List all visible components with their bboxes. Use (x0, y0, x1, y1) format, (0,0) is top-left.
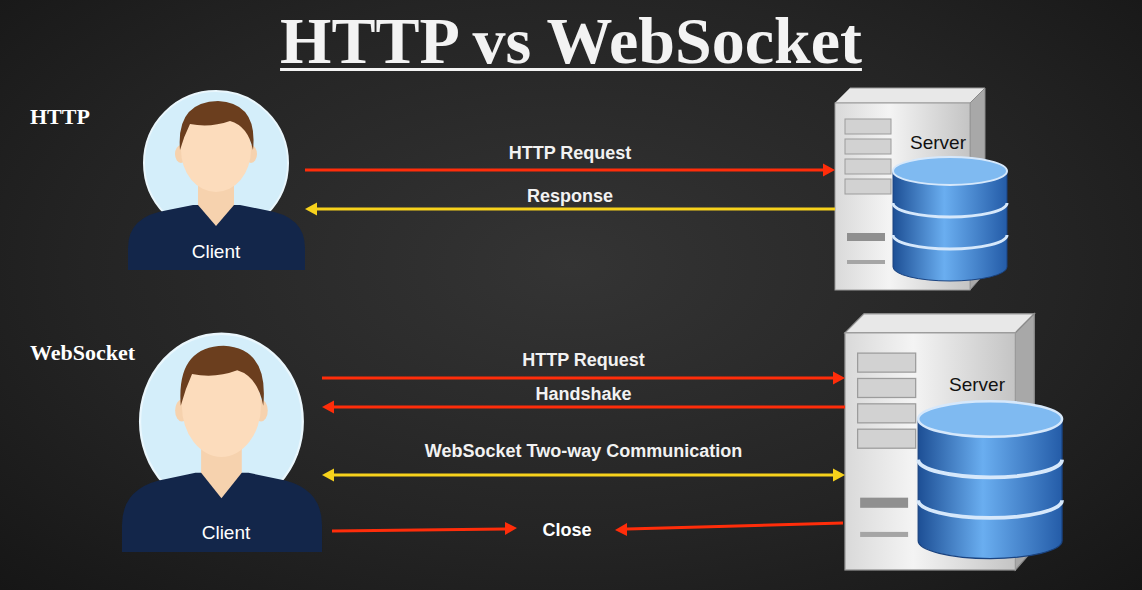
client-node: Client (128, 88, 305, 270)
arrow-connector (305, 164, 835, 177)
edge-label: Handshake (535, 384, 631, 405)
text-label: WebSocket (30, 340, 135, 366)
arrow-line (316, 208, 835, 211)
client-node: Client (122, 330, 322, 552)
text-label: Handshake (535, 384, 631, 405)
arrow-head (833, 469, 845, 482)
art-shape (627, 523, 843, 529)
arrow-head (322, 469, 334, 482)
arrow-line (333, 474, 834, 477)
section-label: WebSocket (30, 340, 135, 366)
art-shape (615, 523, 627, 536)
text-label: HTTP Request (509, 143, 632, 164)
edge-label: HTTP Request (522, 350, 645, 371)
text-label: HTTP (30, 104, 90, 130)
text-label: Close (542, 520, 591, 541)
arrow-head (833, 372, 845, 385)
close-label: Close (542, 520, 591, 541)
server-node: Server (835, 85, 1007, 290)
server-figure (835, 88, 1007, 290)
arrow-head (823, 164, 835, 177)
text-label: WebSocket Two-way Communication (425, 441, 742, 462)
arrow-head (305, 203, 317, 216)
arrow-line (333, 406, 845, 409)
node-label: Server (910, 132, 966, 154)
text-label: Response (527, 186, 613, 207)
client-figure (122, 334, 322, 552)
art-shape (332, 529, 505, 531)
node-label: Client (192, 241, 241, 263)
arrow-connector (322, 372, 845, 385)
text-label: HTTP Request (522, 350, 645, 371)
node-label: Client (202, 522, 251, 544)
server-node: Server (845, 310, 1062, 570)
node-label: Server (949, 374, 1005, 396)
client-figure (128, 91, 305, 270)
edge-label: Response (527, 186, 613, 207)
edge-label: HTTP Request (509, 143, 632, 164)
title-wrap: HTTP vs WebSocket (0, 6, 1142, 75)
diagram-title: HTTP vs WebSocket (280, 6, 862, 75)
arrow-connector (322, 469, 845, 482)
arrow-line (305, 169, 824, 172)
edge-label: WebSocket Two-way Communication (425, 441, 742, 462)
section-label: HTTP (30, 104, 90, 130)
arrow-line (322, 377, 834, 380)
art-shape (505, 522, 517, 535)
server-figure (845, 314, 1062, 570)
arrow-head (322, 401, 334, 414)
